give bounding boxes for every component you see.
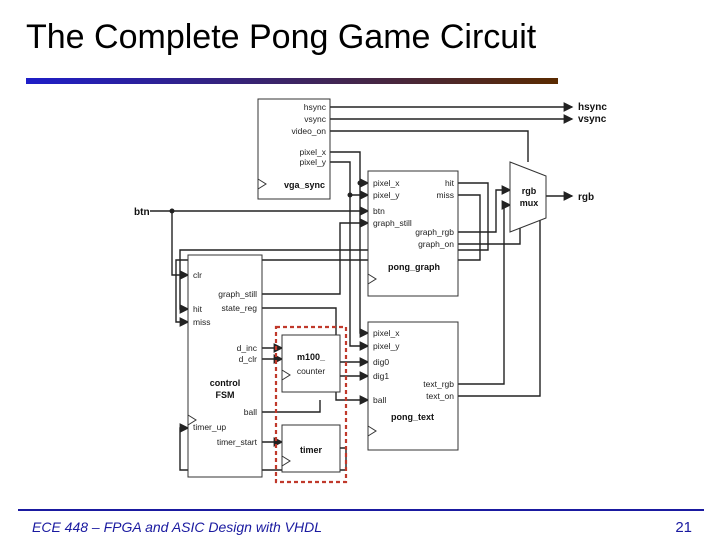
btn-input-label: btn	[134, 207, 150, 218]
counter-name-m100: m100_	[297, 352, 326, 362]
vga-sync-name: vga_sync	[284, 180, 325, 190]
graph-in-pixel-y: pixel_y	[373, 190, 400, 200]
vga-port-hsync: hsync	[304, 102, 327, 112]
fsm-port-timer-start: timer_start	[217, 437, 258, 447]
text-in-dig1: dig1	[373, 371, 389, 381]
graph-in-pixel-x: pixel_x	[373, 178, 400, 188]
mux-name-rgb: rgb	[522, 186, 537, 196]
fsm-port-d-inc: d_inc	[237, 343, 258, 353]
text-in-ball: ball	[373, 395, 386, 405]
text-in-pixel-y: pixel_y	[373, 341, 400, 351]
rgb-output-label: rgb	[578, 192, 594, 203]
rgb-mux-block	[509, 161, 547, 233]
fsm-port-state-reg: state_reg	[222, 303, 258, 313]
fsm-port-hit: hit	[193, 304, 203, 314]
pong-text-name: pong_text	[391, 412, 434, 422]
hsync-output-label: hsync	[578, 102, 607, 113]
vga-port-pixel-x: pixel_x	[300, 147, 327, 157]
text-in-pixel-x: pixel_x	[373, 328, 400, 338]
mux-name-mux: mux	[520, 198, 539, 208]
timer-block	[281, 424, 341, 473]
vga-sync-block	[257, 98, 331, 200]
pong-text-block	[367, 321, 459, 451]
text-out-text-rgb: text_rgb	[423, 379, 454, 389]
page-number: 21	[675, 519, 692, 536]
counter-name-counter: counter	[297, 366, 326, 376]
vga-port-vsync: vsync	[304, 114, 326, 124]
text-out-text-on: text_on	[426, 391, 454, 401]
pong-graph-name: pong_graph	[388, 262, 440, 272]
pong-circuit-diagram: btn hsync vsync rgb hsync vsync video_on…	[134, 98, 607, 484]
control-fsm-block	[187, 254, 263, 478]
timer-name: timer	[300, 445, 323, 455]
vsync-output-label: vsync	[578, 114, 607, 125]
fsm-port-clr: clr	[193, 270, 202, 280]
footer-course: ECE 448 – FPGA and ASIC Design with VHDL	[32, 519, 322, 535]
title-underline	[26, 78, 558, 84]
graph-in-graph-still: graph_still	[373, 218, 412, 228]
fsm-name-fsm: FSM	[216, 390, 235, 400]
text-in-dig0: dig0	[373, 357, 389, 367]
footer-divider	[18, 509, 704, 511]
slide-title: The Complete Pong Game Circuit	[26, 18, 537, 56]
graph-out-hit: hit	[445, 178, 455, 188]
highlight-box	[274, 325, 348, 484]
fsm-port-miss: miss	[193, 317, 210, 327]
graph-out-miss: miss	[437, 190, 454, 200]
fsm-name-control: control	[210, 378, 241, 388]
fsm-port-d-clr: d_clr	[239, 354, 258, 364]
fsm-port-ball: ball	[244, 407, 257, 417]
graph-out-graph-rgb: graph_rgb	[415, 227, 454, 237]
m100-counter-block	[281, 334, 341, 393]
vga-port-video-on: video_on	[291, 126, 326, 136]
graph-in-btn: btn	[373, 206, 385, 216]
pong-graph-block	[367, 170, 459, 297]
vga-port-pixel-y: pixel_y	[300, 157, 327, 167]
graph-out-graph-on: graph_on	[418, 239, 454, 249]
fsm-port-graph-still: graph_still	[218, 289, 257, 299]
fsm-port-timer-up: timer_up	[193, 422, 226, 432]
